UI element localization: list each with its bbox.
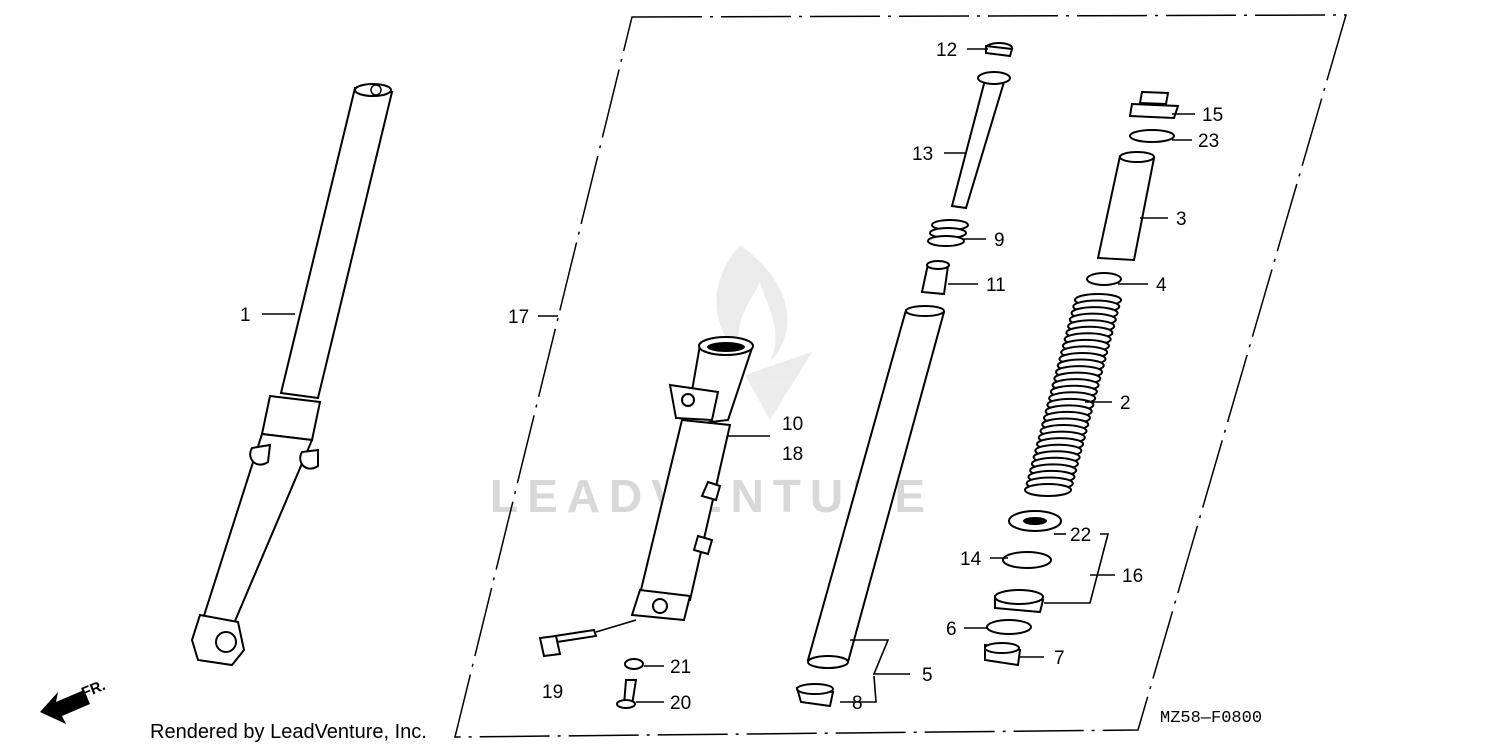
callout-19: 19 (542, 682, 563, 703)
oil-seal-stack (984, 510, 1062, 667)
assembled-fork (190, 83, 394, 667)
callout-9: 9 (994, 230, 1005, 251)
callout-22: 22 (1070, 525, 1091, 546)
axle-pinch-bolt (538, 628, 598, 658)
rebound-spring (927, 219, 969, 247)
spring-washer (1086, 272, 1122, 286)
callout-21: 21 (670, 657, 691, 678)
callout-12: 12 (936, 40, 957, 61)
diagram-code: MZ58—F0800 (1160, 709, 1262, 728)
fork-spring (1024, 293, 1122, 497)
rendered-by-credit: Rendered by LeadVenture, Inc. (150, 721, 427, 743)
callout-3: 3 (1176, 209, 1187, 230)
callout-13: 13 (912, 144, 933, 165)
callout-5: 5 (922, 665, 933, 686)
callout-10: 10 (782, 414, 803, 435)
callout-14: 14 (960, 549, 982, 570)
callout-6: 6 (946, 619, 957, 640)
fork-cap-bolt (1128, 90, 1180, 120)
callout-7: 7 (1054, 648, 1065, 669)
callout-1: 1 (240, 305, 251, 326)
callout-17: 17 (508, 307, 529, 328)
front-arrow-icon (40, 690, 90, 724)
callout-15: 15 (1202, 105, 1223, 126)
callout-8: 8 (852, 693, 863, 714)
callout-11: 11 (986, 275, 1006, 296)
fork-inner-tube (806, 305, 946, 669)
callout-2: 2 (1120, 393, 1131, 414)
o-ring (1129, 129, 1175, 143)
callout-labels: 1 2 3 4 5 6 7 8 9 10 11 12 13 14 15 16 1… (240, 40, 1223, 714)
front-label: FR. (79, 677, 108, 702)
socket-bolt (616, 679, 638, 709)
fork-slider (630, 336, 754, 622)
callout-23: 23 (1198, 131, 1219, 152)
fork-spacer (1096, 151, 1156, 262)
leader-lines (262, 48, 1195, 703)
callout-18: 18 (782, 444, 803, 465)
sealing-washer (624, 658, 644, 670)
callout-16: 16 (1122, 566, 1143, 587)
callout-4: 4 (1156, 275, 1167, 296)
oil-lock-piece (920, 260, 950, 296)
callout-20: 20 (670, 693, 691, 714)
spring-coil (1024, 483, 1072, 497)
slide-bushing (795, 683, 835, 708)
watermark-flame-logo (716, 245, 812, 420)
damper-rod (950, 42, 1014, 210)
exploded-view-frame (454, 14, 1348, 738)
